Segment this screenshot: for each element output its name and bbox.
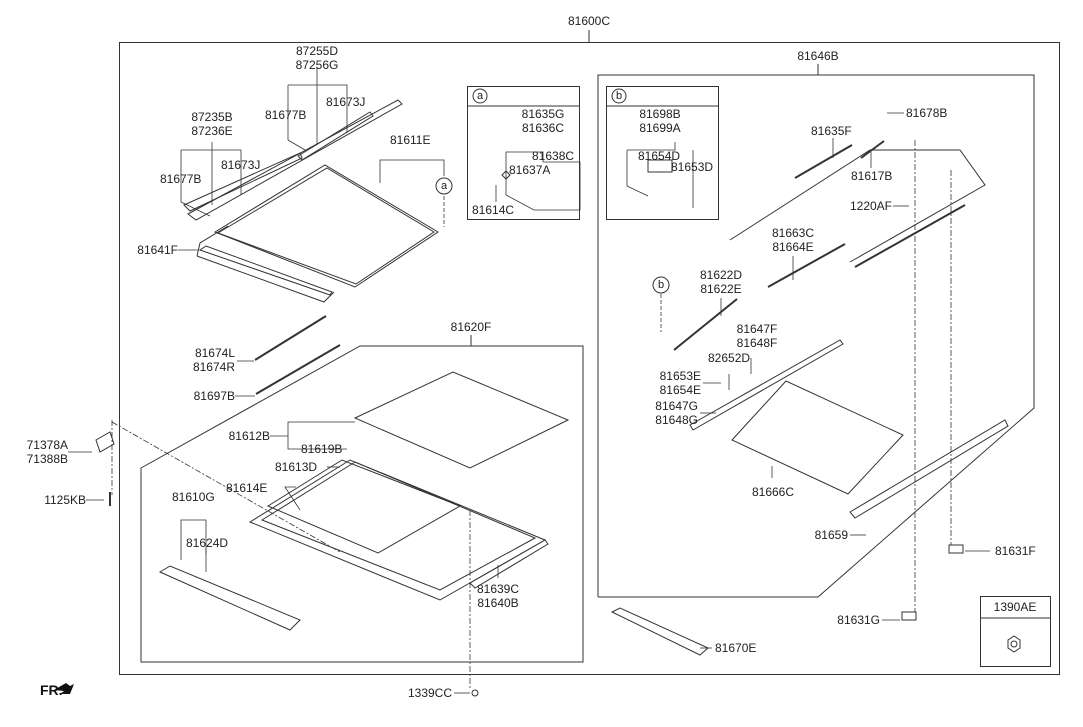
label-81653D[interactable]: 81653D [671,160,714,174]
label-81659[interactable]: 81659 [814,528,848,542]
label-81666C[interactable]: 81666C [751,485,795,499]
label-81637A[interactable]: 81637A [509,163,551,177]
label-81697B[interactable]: 81697B [193,389,235,403]
label-81699A[interactable]: 81699A [639,121,681,135]
inset-b-frame [606,86,719,220]
label-81648F[interactable]: 81648F [736,336,778,350]
label-81636C[interactable]: 81636C [521,121,565,135]
label-81619B[interactable]: 81619B [301,442,343,456]
marker-b[interactable]: b [657,279,665,291]
label-81670E[interactable]: 81670E [715,641,757,655]
label-1390AE[interactable]: 1390AE [993,600,1037,614]
label-81613D[interactable]: 81613D [275,460,318,474]
shape-glass-81611E [213,164,439,288]
label-81678B[interactable]: 81678B [906,106,948,120]
label-81635F[interactable]: 81635F [811,124,852,138]
label-81611E[interactable]: 81611E [390,133,431,147]
shape-sunroof-frame [729,149,986,263]
shape-strip-81610G [158,565,301,631]
label-81640B[interactable]: 81640B [477,596,519,610]
inset-a-marker: a [476,90,484,102]
marker-a[interactable]: a [440,180,448,192]
label-87256G[interactable]: 87256G [295,58,339,72]
label-81620F[interactable]: 81620F [450,320,492,334]
shape-shade-81666C [731,380,904,495]
label-81674L[interactable]: 81674L [194,346,235,360]
shape-guide-rail-right [849,419,1009,519]
shape-guide-rail-left [689,339,844,431]
label-81610G[interactable]: 81610G [172,490,215,504]
label-81673J[interactable]: 81673J [326,95,366,109]
label-81617B[interactable]: 81617B [851,169,893,183]
label-71378A[interactable]: 71378A [26,438,68,452]
mechanism-frame [597,74,1035,598]
label-81624D[interactable]: 81624D [186,536,229,550]
shape-roof-panel [248,459,547,601]
label-87235B[interactable]: 87235B [191,110,233,124]
label-81631G[interactable]: 81631G [837,613,880,627]
label-1125KB[interactable]: 1125KB [44,493,86,507]
shape-frame-81614E [266,459,462,554]
label-81647G[interactable]: 81647G [655,399,698,413]
label-81653E[interactable]: 81653E [659,369,701,383]
label-81622D[interactable]: 81622D [699,268,743,282]
outer-frame [119,42,1060,675]
label-81639C[interactable]: 81639C [476,582,520,596]
label-87255D[interactable]: 87255D [295,44,339,58]
shape-81670E [610,607,709,656]
label-81631F[interactable]: 81631F [995,544,1036,558]
shape-motor-81631F [948,544,964,554]
nut-shape [1007,635,1021,653]
inset-nut-frame [980,596,1051,667]
label-1220AF[interactable]: 1220AF [849,199,892,213]
shape-bracket-b [647,159,673,173]
front-direction-label: FR. [40,682,63,698]
label-81654E[interactable]: 81654E [659,383,701,397]
label-81664E[interactable]: 81664E [772,240,814,254]
label-87236E[interactable]: 87236E [191,124,233,138]
panel-frame [140,345,584,663]
label-81673J[interactable]: 81673J [221,158,261,172]
label-81674R[interactable]: 81674R [192,360,235,374]
label-81698B[interactable]: 81698B [639,107,681,121]
label-81647F[interactable]: 81647F [736,322,778,336]
shape-glass-81612B [353,371,570,469]
label-81600C[interactable]: 81600C [567,14,611,28]
label-81635G[interactable]: 81635G [521,107,565,121]
label-81646B[interactable]: 81646B [797,49,839,63]
label-1339CC[interactable]: 1339CC [407,686,452,700]
label-81648G[interactable]: 81648G [655,413,698,427]
label-81638C[interactable]: 81638C [532,149,575,163]
shape-deflector [198,245,333,296]
label-71388B[interactable]: 71388B [26,452,68,466]
front-arrow-icon [54,683,74,694]
label-81622E[interactable]: 81622E [700,282,742,296]
label-81654D[interactable]: 81654D [638,149,681,163]
shape-81639C [469,539,549,589]
marker-b-circle [652,276,670,294]
label-81663C[interactable]: 81663C [771,226,815,240]
label-81677B[interactable]: 81677B [265,108,307,122]
label-81614E[interactable]: 81614E [226,481,268,495]
marker-a-circle [435,177,453,195]
shape-motor-81631G [901,611,917,621]
label-81677B[interactable]: 81677B [160,172,202,186]
inset-b-marker: b [615,90,623,102]
label-81612B[interactable]: 81612B [228,429,270,443]
label-81614C[interactable]: 81614C [472,203,515,217]
label-81641F[interactable]: 81641F [137,243,178,257]
shape-bracket-71378A [95,431,115,453]
label-82652D[interactable]: 82652D [708,351,751,365]
inset-a-frame [467,86,580,220]
